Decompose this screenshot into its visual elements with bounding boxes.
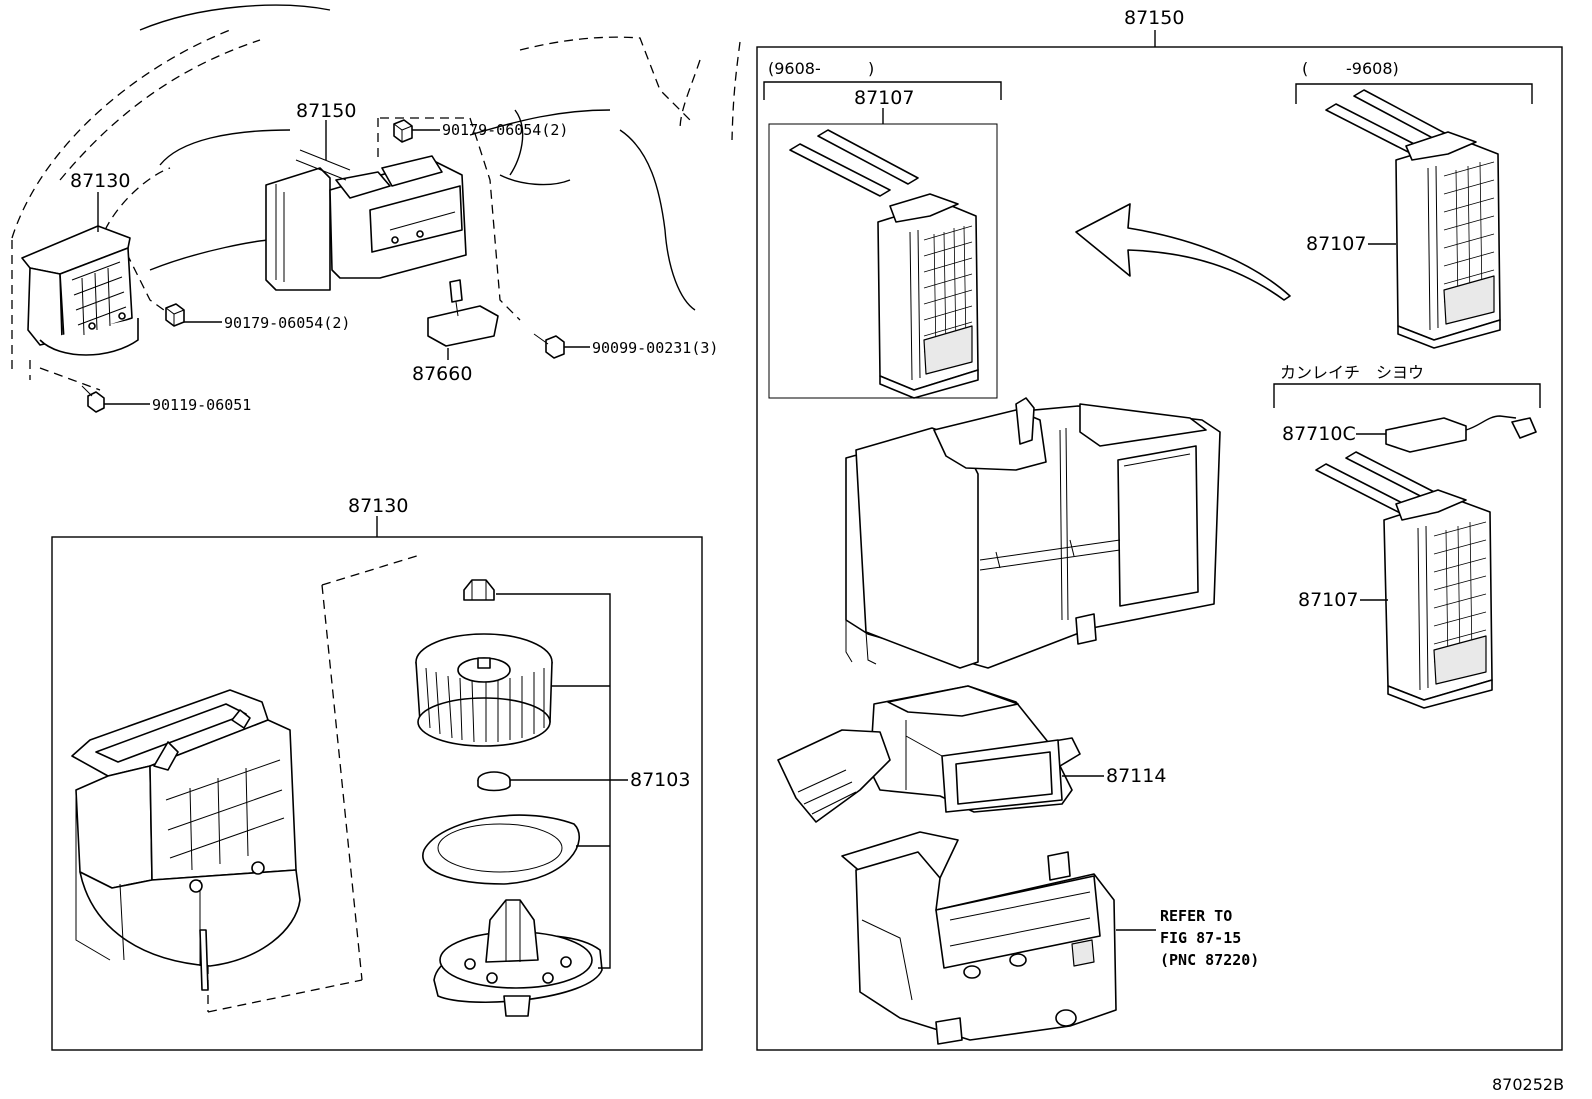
bolt-icon	[81, 385, 105, 413]
gasket	[422, 814, 580, 885]
fan-wheel	[415, 633, 553, 747]
blower-resistor	[427, 279, 499, 347]
sensor-87710c	[1385, 415, 1537, 453]
replacement-arrow	[1075, 203, 1291, 301]
blower-motor	[433, 899, 603, 1017]
installed-view	[11, 4, 741, 413]
callout-90179-06054-top: 90179-06054(2)	[442, 121, 568, 139]
date-range-to-9608: -9608)	[1346, 59, 1399, 78]
refer-note-line1: REFER TO	[1160, 907, 1232, 925]
heater-unit-installed	[265, 149, 467, 291]
date-range-from-9608-close: )	[868, 59, 874, 78]
callout-87114: 87114	[1106, 765, 1166, 787]
callout-90119-06051: 90119-06051	[152, 396, 251, 414]
blower-unit-small	[21, 225, 139, 356]
callout-90099-00231: 90099-00231(3)	[592, 339, 718, 357]
date-range-from-9608: (9608-	[768, 59, 821, 78]
refer-note-line3: (PNC 87220)	[1160, 951, 1259, 969]
clip-icon	[463, 579, 495, 601]
washer-icon	[477, 771, 511, 792]
blower-case	[71, 689, 301, 991]
callout-87150: 87150	[296, 100, 356, 122]
figure-code: 870252B	[1492, 1075, 1564, 1094]
heater-core-b	[1325, 89, 1501, 349]
installed-callouts: 87150 87130 90179-06054(2) 90179-06054(2…	[70, 100, 718, 414]
callout-87150-assy: 87150	[1124, 7, 1184, 29]
callout-87103: 87103	[630, 769, 690, 791]
blower-detail-panel: 87130	[51, 495, 703, 1051]
heater-case	[845, 397, 1221, 669]
callout-87130-detail: 87130	[348, 495, 408, 517]
heater-core-c	[1315, 451, 1493, 709]
date-range-to-9608-open: (	[1302, 59, 1308, 78]
air-duct	[777, 685, 1081, 823]
callout-87107-c: 87107	[1298, 589, 1358, 611]
heater-core-a	[789, 129, 979, 399]
callout-90179-06054-left: 90179-06054(2)	[224, 314, 350, 332]
nut-icon	[165, 303, 185, 327]
refer-note-line2: FIG 87-15	[1160, 929, 1241, 947]
heater-assy-panel: 87150 (9608- ) 87107 ( -9608)	[756, 7, 1563, 1051]
bolt-icon	[533, 333, 565, 359]
cold-region-note: カンレイチ シヨウ	[1280, 363, 1424, 382]
lower-case	[841, 831, 1117, 1045]
callout-87710c: 87710C	[1282, 423, 1356, 445]
callout-87660: 87660	[412, 363, 472, 385]
callout-87107-b: 87107	[1306, 233, 1366, 255]
callout-87130: 87130	[70, 170, 130, 192]
callout-87107-a: 87107	[854, 87, 914, 109]
nut-icon	[393, 119, 413, 143]
